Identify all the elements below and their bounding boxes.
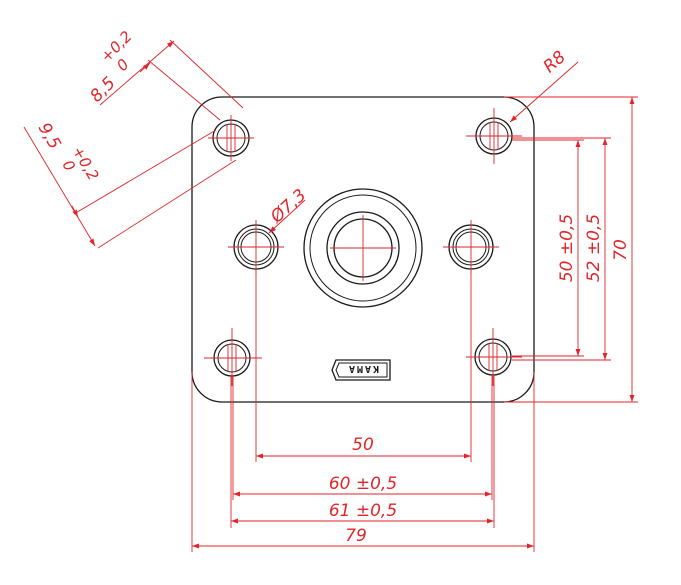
brand-logo: KAMA	[331, 359, 391, 381]
dim-slot-b-lower: 0	[59, 157, 79, 174]
dim-hole-spacing-outer: 61 ±0,5	[329, 501, 397, 521]
dim-vertical-spacing-inner: 50 ±0,5	[557, 214, 577, 282]
dim-hole-diameter: Ø7,3	[266, 185, 310, 228]
corner-hole-bottom-right	[466, 328, 522, 386]
corner-hole-top-left	[208, 115, 254, 161]
corner-hole-bottom-left	[204, 328, 262, 386]
dim-slot-a-nominal: 8,5	[86, 73, 119, 106]
dim-hole-diameter-leader	[268, 199, 306, 234]
corner-hole-top-right	[466, 108, 522, 164]
dim-slot-b-nominal: 9,5	[34, 120, 65, 153]
dimension-lines-vertical	[504, 96, 638, 403]
dim-width-overall: 79	[345, 526, 367, 546]
center-hub	[303, 188, 423, 308]
dim-slot-b-lines	[23, 126, 237, 249]
dim-slot-a-lines	[99, 39, 244, 121]
side-hole-left	[228, 220, 284, 274]
side-hole-right	[443, 220, 499, 274]
dim-center-hole-spacing: 50	[352, 435, 374, 455]
dimension-lines-horizontal	[191, 270, 535, 552]
dim-vertical-spacing-outer: 52 ±0,5	[584, 214, 604, 282]
dim-slot-a-lower: 0	[113, 55, 132, 74]
dim-corner-radius-leader	[509, 61, 579, 123]
dim-hole-spacing-inner: 60 ±0,5	[329, 474, 397, 494]
dim-height-overall: 70	[611, 239, 631, 261]
logo-text: KAMA	[347, 363, 379, 374]
